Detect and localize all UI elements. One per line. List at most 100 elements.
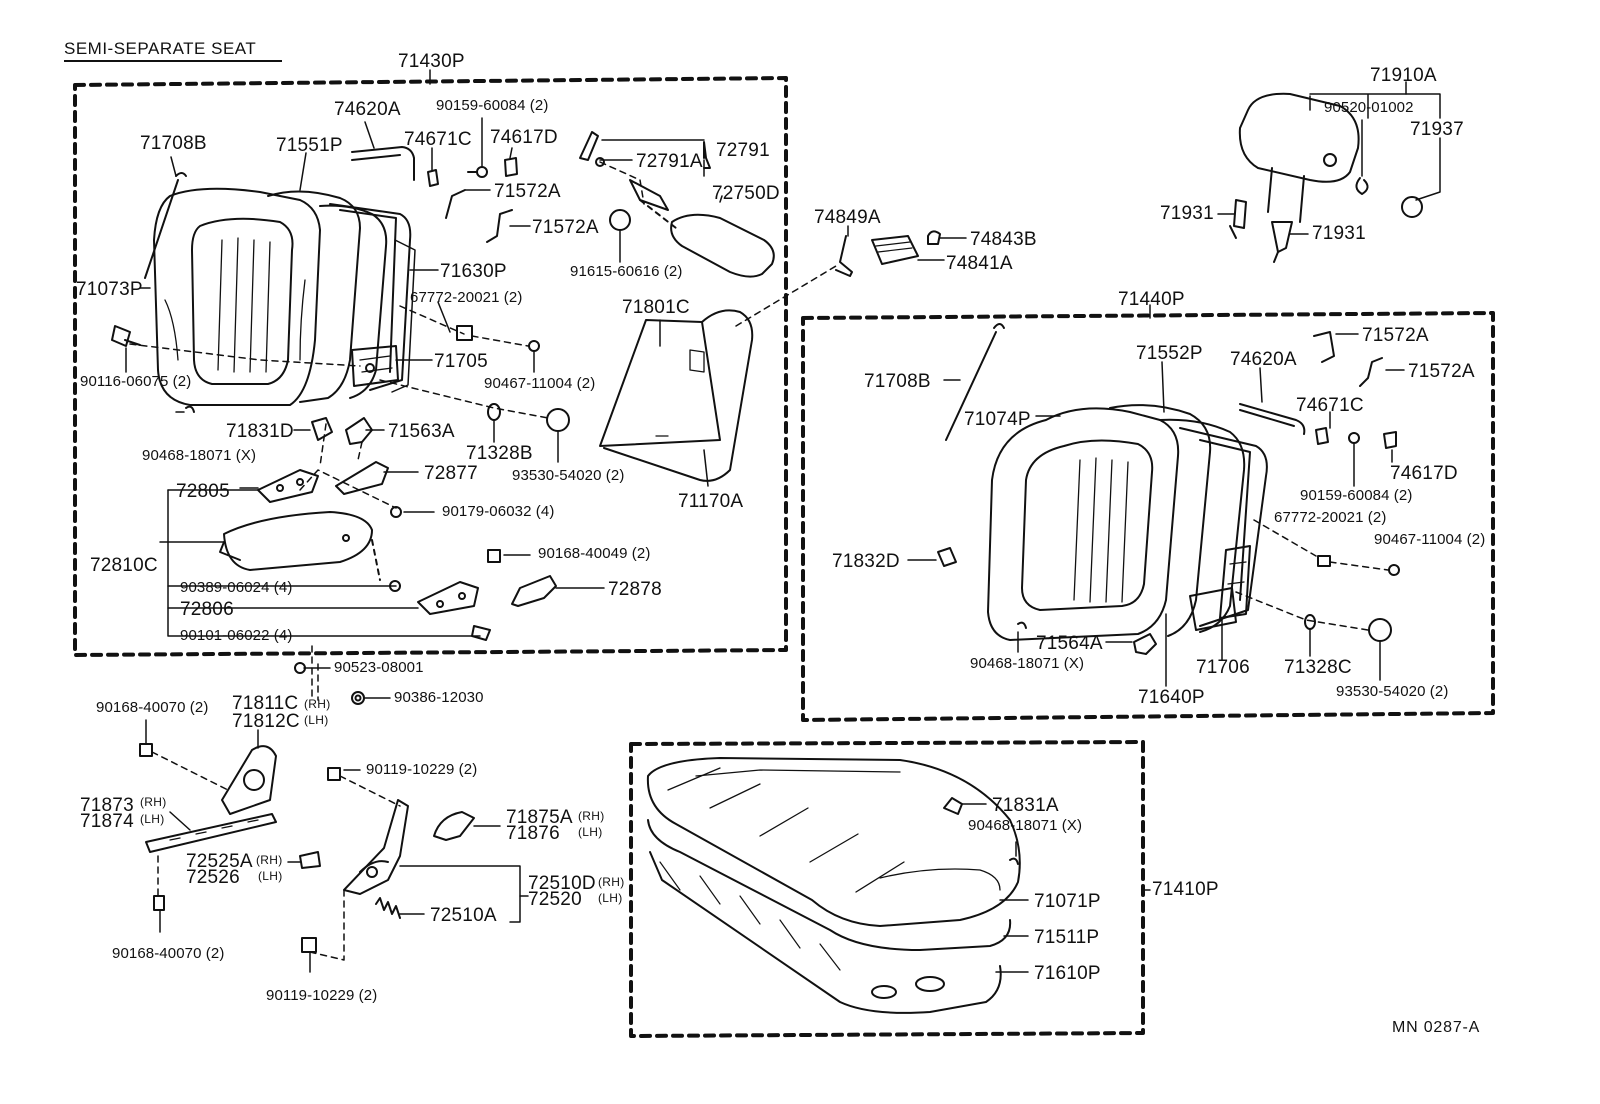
hook-71572A-right-2-drawing [1359, 357, 1383, 387]
cap-71937-drawing [1401, 196, 1423, 218]
part-label-71572A-right-2: 71572A [1408, 361, 1475, 382]
clip-74617D-right-drawing [1383, 431, 1397, 449]
cover-71831A-drawing [943, 797, 963, 815]
seatback-cushion-71073P-drawing [153, 187, 321, 406]
part-label-90520-01002: 90520-01002 [1324, 99, 1414, 116]
part-label-72510D: 72510D [528, 873, 596, 894]
hinge-72877-drawing [335, 461, 389, 495]
part-label-71873: 71873 [80, 795, 134, 816]
bracket-74620A-right-drawing [1239, 403, 1306, 435]
cover-71811C-drawing [221, 745, 277, 815]
nut-90386-drawing [351, 691, 365, 705]
bolt-90159-drawing [467, 166, 488, 178]
screw-s-93530-right-drawing [1368, 618, 1392, 642]
bolt-90168-top-drawing [139, 743, 153, 757]
washer-71328C-drawing [1304, 614, 1316, 630]
cover-71875A-drawing [433, 811, 475, 841]
hook-74849A-drawing [835, 235, 853, 277]
knob-74841A-drawing [871, 235, 919, 265]
title-underline [64, 60, 282, 62]
lock-72791-drawing [579, 131, 605, 167]
bracket-72878-drawing [511, 575, 557, 607]
clip-90468-cushion-drawing [1009, 857, 1019, 865]
cover-71563A-drawing [345, 417, 373, 445]
part-label-90101-06022: 90101-06022 (4) [180, 627, 293, 644]
part-label-71640P: 71640P [1138, 687, 1205, 708]
drawing-code: MN 0287-A [1392, 1019, 1481, 1036]
hinge-72510D-drawing [343, 799, 409, 895]
headrest-71910A-drawing [1238, 92, 1360, 223]
cover-71564A-drawing [1133, 633, 1157, 655]
part-label-71708B-right: 71708B [864, 371, 931, 392]
assembly-label-71430P: 71430P [398, 51, 465, 72]
side-label-lh-72520: (LH) [598, 891, 623, 905]
clip-90468-right-drawing [1017, 621, 1027, 629]
part-label-71564A: 71564A [1036, 633, 1103, 654]
spring-72510A-drawing [375, 897, 401, 919]
part-label-91615-60616: 91615-60616 (2) [570, 263, 683, 280]
part-label-90168-40049: 90168-40049 (2) [538, 545, 651, 562]
part-label-71170A: 71170A [678, 491, 744, 512]
part-label-74617D: 74617D [490, 127, 558, 148]
part-label-74671C-right: 74671C [1296, 395, 1364, 416]
bolt-90101-drawing [471, 625, 491, 641]
part-label-71705: 71705 [434, 351, 488, 372]
part-label-71931-1: 71931 [1160, 203, 1214, 224]
screw-90467-right-drawing [1388, 564, 1400, 576]
part-label-71831D: 71831D [226, 421, 294, 442]
rod-71708B-right-drawing [945, 323, 1005, 441]
part-label-74849A: 74849A [814, 207, 881, 228]
pad-71511P-drawing [647, 819, 1012, 951]
leader-lines-cushion [961, 803, 1029, 973]
part-label-71572A-right-1: 71572A [1362, 325, 1429, 346]
bolt-72791-bracket-line [703, 141, 711, 169]
nut-67772-drawing [456, 325, 473, 341]
bracket-74620A-drawing [351, 146, 415, 181]
part-label-90168-40070-top: 90168-40070 (2) [96, 699, 209, 716]
diagram-title: SEMI-SEPARATE SEAT [64, 39, 257, 58]
leader-lines-upper-left [125, 117, 723, 637]
part-label-67772-20021: 67772-20021 (2) [410, 289, 523, 306]
nut-90179-drawing [390, 506, 402, 518]
part-label-72877: 72877 [424, 463, 478, 484]
leader-lines-headrest [1217, 81, 1441, 235]
part-label-72791A: 72791A [636, 151, 703, 172]
assembly-box-71410P [629, 740, 1145, 1038]
cap-72525A-drawing [299, 851, 321, 869]
part-label-67772-20021-right: 67772-20021 (2) [1274, 509, 1387, 526]
part-label-90467-11004: 90467-11004 (2) [484, 375, 596, 392]
side-label-rh-71875A: (RH) [578, 809, 605, 823]
nut-67772-right-drawing [1317, 555, 1331, 567]
part-label-74620A: 74620A [334, 99, 401, 120]
side-label-lh-71874: (LH) [140, 812, 165, 826]
part-label-72526: 72526 [186, 867, 240, 888]
part-label-90119-10229-bottom: 90119-10229 (2) [266, 987, 378, 1004]
assembly-box-71430P [73, 76, 788, 657]
part-label-71511P: 71511P [1034, 927, 1100, 948]
rail-71873-drawing [145, 813, 277, 853]
part-label-72805: 72805 [176, 481, 230, 502]
frame-71610P-drawing [649, 851, 1002, 1014]
clip-74671C-right-drawing [1315, 427, 1329, 445]
cover-72750D-drawing [629, 179, 775, 278]
part-label-72878: 72878 [608, 579, 662, 600]
part-label-71937: 71937 [1410, 119, 1464, 140]
hook-71572A-2-drawing [486, 209, 513, 243]
clip-74671C-drawing [427, 169, 439, 187]
assembly-label-71440P: 71440P [1118, 289, 1185, 310]
dashed-connectors-lower-left [151, 663, 401, 961]
leader-lines-lower-left [145, 719, 529, 973]
part-label-90159-60084-right: 90159-60084 (2) [1300, 487, 1413, 504]
part-label-72806: 72806 [180, 599, 234, 620]
part-label-71931-2: 71931 [1312, 223, 1366, 244]
board-71801C-drawing [599, 309, 754, 482]
seatback-frame-71640P-drawing [1179, 427, 1268, 631]
dashed-connectors-right [1235, 519, 1389, 631]
part-label-90168-40070-bottom: 90168-40070 (2) [112, 945, 225, 962]
bracket-72806-drawing [417, 581, 479, 615]
part-label-90468-18071: 90468-18071 (X) [142, 447, 257, 464]
part-label-71831A: 71831A [992, 795, 1059, 816]
screw-s-93530-drawing [546, 408, 570, 432]
